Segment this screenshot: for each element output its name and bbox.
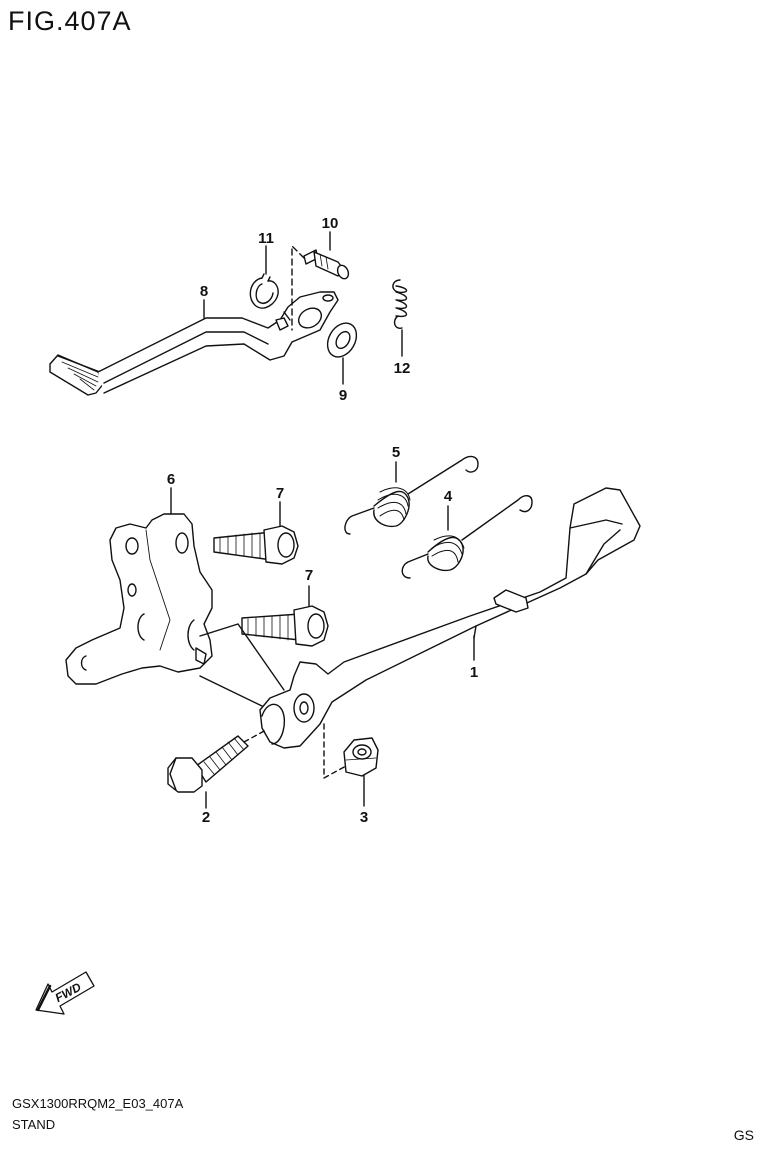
callout-11: 11 [258, 230, 274, 247]
pedal-lever-part [49, 291, 339, 396]
callout-2: 2 [202, 809, 210, 826]
stand-spring-lower-part [401, 495, 533, 579]
assembly-line-10 [291, 245, 305, 331]
assembly-line-bracket [199, 623, 285, 691]
callout-5: 5 [392, 444, 400, 461]
small-spring-part [392, 279, 408, 329]
callout-6: 6 [167, 471, 175, 488]
callout-7-lower: 7 [305, 567, 313, 584]
assembly-line-3 [323, 723, 347, 779]
washer-part [326, 322, 358, 358]
side-stand-part [259, 487, 641, 749]
stand-spring-upper-part [344, 455, 479, 535]
bolt-upper-part [213, 525, 299, 565]
callout-7-upper: 7 [276, 485, 284, 502]
stand-bracket-part [65, 513, 213, 685]
callout-8: 8 [200, 283, 208, 300]
pivot-bolt-part [167, 735, 249, 793]
nut-part [343, 737, 379, 777]
bolt-lower-part [241, 605, 329, 647]
assembly-line-2 [243, 729, 267, 743]
diagram-code: GSX1300RRQM2_E03_407A [12, 1096, 184, 1111]
callout-1: 1 [470, 664, 478, 681]
callout-9: 9 [339, 387, 347, 404]
assembly-line-bracket-2 [199, 675, 263, 707]
fwd-arrow-icon: FWD [35, 971, 95, 1015]
region-code: GS [733, 1127, 754, 1143]
circlip-part [249, 273, 279, 309]
callout-3: 3 [360, 809, 368, 826]
callout-12: 12 [394, 360, 411, 377]
figure-title: FIG.407A [8, 6, 132, 36]
callout-4: 4 [444, 488, 453, 505]
diagram-name: STAND [12, 1117, 56, 1132]
callout-10: 10 [322, 215, 339, 232]
pivot-pin-part [303, 249, 350, 280]
